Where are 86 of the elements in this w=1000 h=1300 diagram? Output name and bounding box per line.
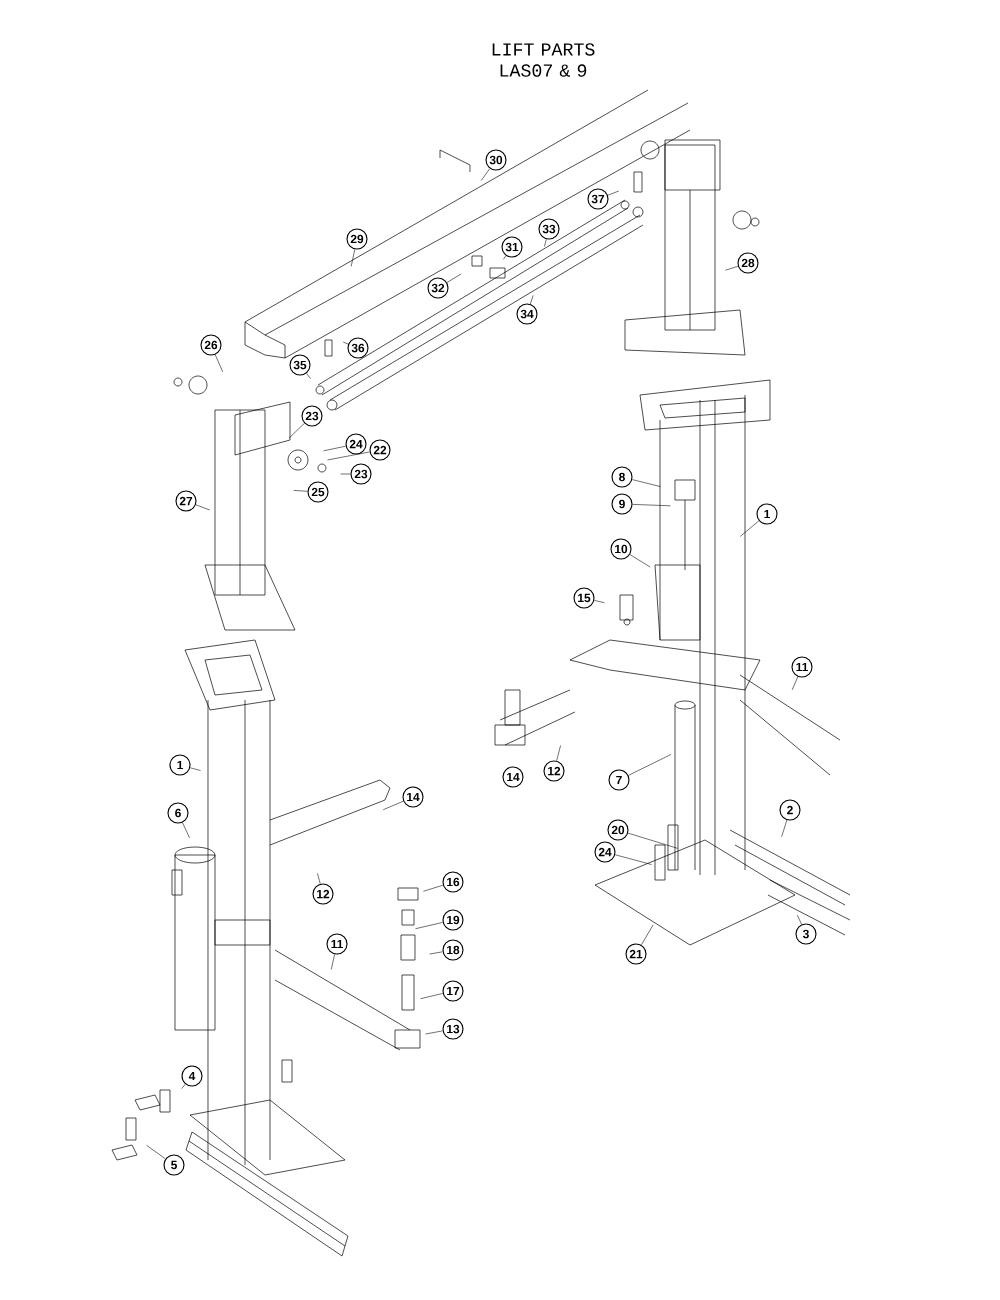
callout-number: 36 — [347, 337, 369, 359]
callout-number: 11 — [791, 656, 813, 678]
callout-number: 35 — [289, 354, 311, 376]
callout-number: 29 — [346, 228, 368, 250]
leader-line — [293, 490, 308, 492]
leader-line — [323, 445, 346, 452]
callout-number: 23 — [301, 405, 323, 427]
callout-number: 24 — [345, 433, 367, 455]
leader-line — [181, 1083, 186, 1089]
callout-number: 31 — [501, 236, 523, 258]
callout-number: 5 — [163, 1154, 185, 1176]
callout-number: 20 — [607, 819, 629, 841]
callout-number: 17 — [442, 980, 464, 1002]
leader-line — [382, 800, 404, 811]
leader-line — [740, 520, 760, 537]
title: LIFT PARTS LAS07 & 9 — [492, 43, 595, 77]
callout-number: 8 — [611, 466, 633, 488]
leader-line — [189, 767, 201, 771]
leader-line — [446, 273, 462, 283]
callout-number: 33 — [538, 218, 560, 240]
callout-number: 1 — [756, 503, 778, 525]
callout-number: 14 — [502, 766, 524, 788]
leader-line — [632, 504, 671, 507]
leader-line — [530, 295, 534, 305]
leader-line — [614, 854, 652, 865]
callout-number: 16 — [442, 871, 464, 893]
callout-number: 9 — [611, 493, 633, 515]
leader-line — [629, 554, 651, 568]
leader-line — [306, 373, 311, 379]
leader-line — [725, 265, 739, 271]
leader-line — [481, 168, 491, 181]
leader-line — [791, 676, 799, 691]
callout-number: 13 — [442, 1018, 464, 1040]
leader-line — [214, 354, 224, 373]
callout-number: 26 — [200, 334, 222, 356]
callout-number: 23 — [350, 463, 372, 485]
leader-line — [556, 745, 561, 762]
callout-number: 27 — [175, 490, 197, 512]
leader-line — [641, 924, 654, 946]
leader-line — [631, 479, 661, 487]
callout-number: 15 — [573, 587, 595, 609]
callout-number: 30 — [485, 149, 507, 171]
leader-line — [146, 1145, 166, 1160]
leader-line — [429, 951, 443, 955]
leader-line — [607, 190, 620, 196]
leader-line — [317, 873, 321, 885]
leader-line — [342, 341, 349, 345]
callout-number: 21 — [625, 943, 647, 965]
callout-number: 10 — [610, 538, 632, 560]
leader-line — [195, 504, 210, 511]
leader-line — [502, 255, 507, 260]
leader-line — [350, 249, 356, 267]
callout-number: 2 — [779, 799, 801, 821]
callout-number: 19 — [442, 909, 464, 931]
leader-line — [340, 473, 351, 475]
leader-line — [288, 423, 305, 439]
callout-number: 3 — [795, 923, 817, 945]
leader-line — [423, 884, 444, 892]
callout-number: 1 — [169, 754, 191, 776]
leader-line — [330, 954, 335, 970]
callout-number: 34 — [516, 303, 538, 325]
callout-number: 28 — [737, 252, 759, 274]
leader-line — [420, 993, 443, 999]
leader-line — [781, 819, 788, 837]
callout-number: 25 — [307, 481, 329, 503]
callout-number: 37 — [587, 188, 609, 210]
callout-number: 6 — [167, 802, 189, 824]
leader-line — [627, 832, 678, 849]
callout-number: 4 — [181, 1065, 203, 1087]
callout-number: 22 — [369, 439, 391, 461]
leader-line — [628, 754, 672, 776]
leader-line — [425, 1030, 443, 1035]
callout-number: 24 — [594, 841, 616, 863]
callout-number: 14 — [402, 786, 424, 808]
callout-number: 12 — [312, 883, 334, 905]
callout-number: 32 — [427, 277, 449, 299]
callout-number: 18 — [442, 939, 464, 961]
leader-line — [415, 922, 443, 929]
leader-line — [182, 822, 190, 839]
leader-line — [544, 238, 547, 247]
callout-number: 12 — [543, 760, 565, 782]
leader-line — [327, 451, 370, 461]
callout-number: 7 — [608, 769, 630, 791]
callout-number: 11 — [326, 933, 348, 955]
leader-line — [797, 914, 802, 925]
leader-line — [594, 600, 605, 603]
